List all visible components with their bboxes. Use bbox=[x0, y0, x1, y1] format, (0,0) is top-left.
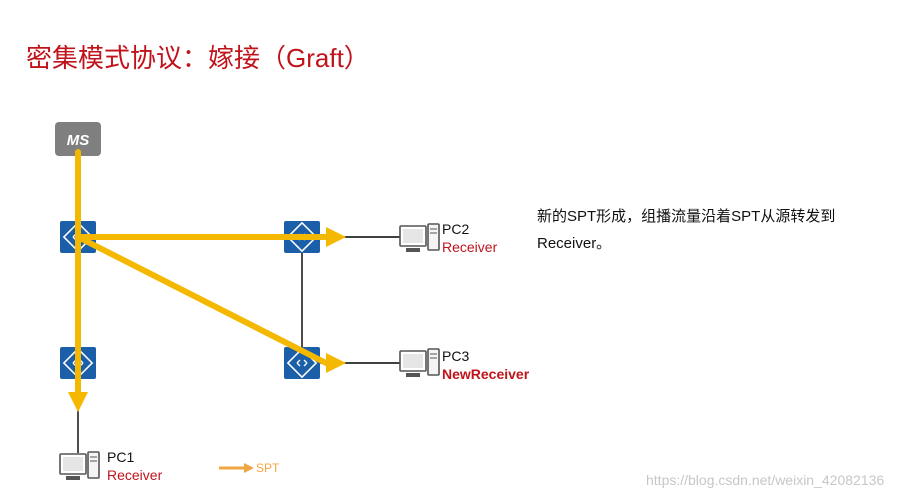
pc3-name: PC3 bbox=[442, 348, 470, 364]
legend-spt-arrow bbox=[219, 463, 254, 473]
pc2-role: Receiver bbox=[442, 239, 498, 255]
description-text: 新的SPT形成，组播流量沿着SPT从源转发到Receiver。 bbox=[537, 208, 836, 252]
pc1-role: Receiver bbox=[107, 467, 163, 483]
ms-label: MS bbox=[67, 132, 90, 149]
spt-arrowhead-pc1 bbox=[68, 392, 88, 412]
legend-spt-label: SPT bbox=[256, 461, 280, 475]
spt-paths bbox=[75, 149, 329, 399]
spt-arrow-to-pc3 bbox=[75, 234, 329, 366]
spt-arrowheads bbox=[68, 227, 346, 412]
pc-icon bbox=[59, 451, 100, 481]
pc1-name: PC1 bbox=[107, 449, 135, 465]
pc3-label: PC3 NewReceiver bbox=[442, 347, 529, 383]
pc-icon bbox=[399, 223, 440, 253]
multicast-source-node: MS bbox=[55, 122, 101, 156]
pc2-name: PC2 bbox=[442, 221, 470, 237]
pc2-label: PC2 Receiver bbox=[442, 220, 497, 256]
watermark-text: https://blog.csdn.net/weixin_42082136 bbox=[646, 472, 885, 488]
spt-arrowhead-pc2 bbox=[326, 227, 346, 247]
slide-title: 密集模式协议：嫁接（Graft） bbox=[26, 43, 370, 73]
spt-arrowhead-pc3 bbox=[326, 353, 346, 373]
pc3-role: NewReceiver bbox=[442, 366, 530, 382]
pc-icon bbox=[399, 348, 440, 378]
pc1-label: PC1 Receiver bbox=[107, 448, 162, 484]
